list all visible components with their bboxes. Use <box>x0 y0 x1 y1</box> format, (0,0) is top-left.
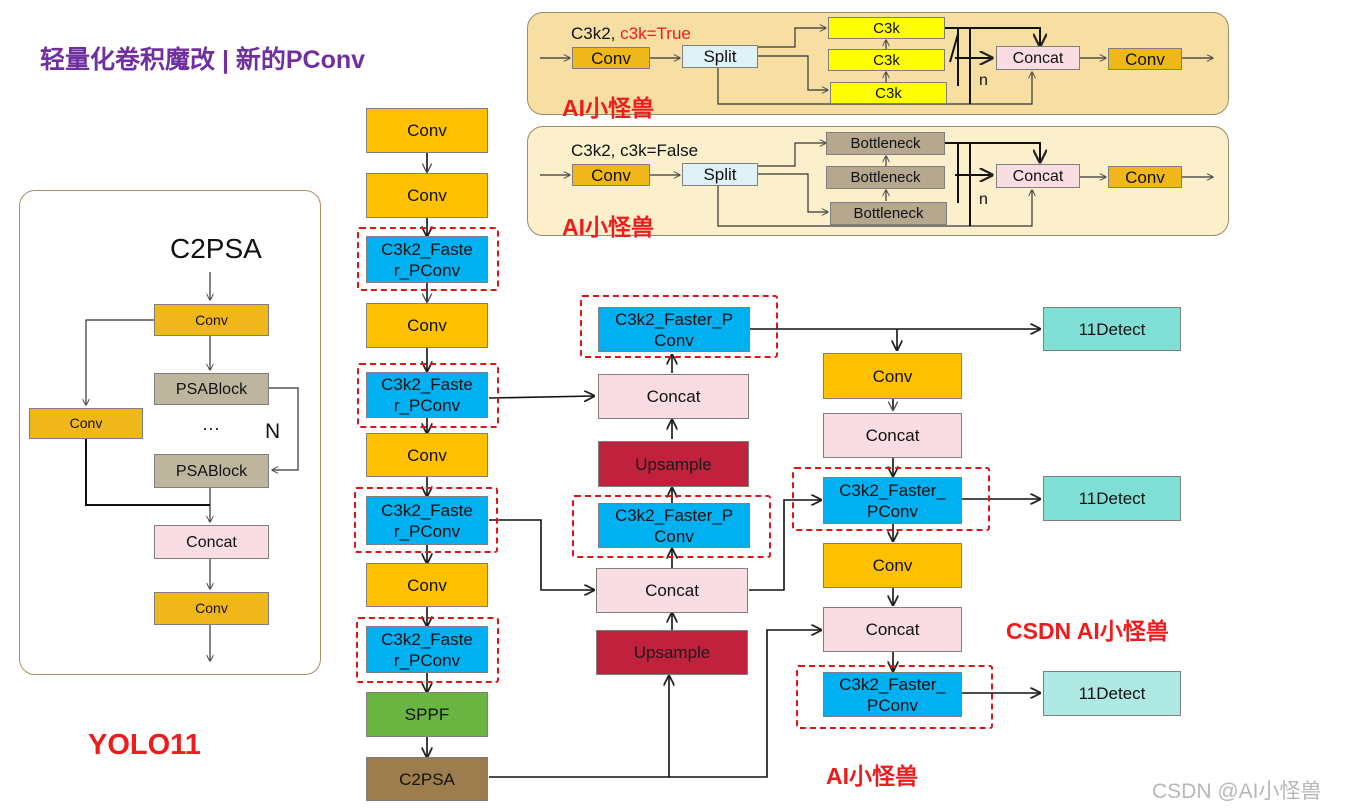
c3k-false-label: C3k2, c3k=False <box>571 141 699 160</box>
c2psa-conv-bottom: Conv <box>154 592 269 625</box>
neck-upsample-top: Upsample <box>598 441 749 487</box>
psablock-n-label: N <box>265 420 281 443</box>
neck-faster-2-highlight <box>796 665 993 729</box>
neck-concat-top: Concat <box>598 374 749 419</box>
c3k-true-label-flag: c3k=True <box>620 24 691 43</box>
psablock-1: PSABlock <box>154 373 269 405</box>
brand-label-3: AI小怪兽 <box>826 763 918 789</box>
watermark: CSDN @AI小怪兽 <box>1152 780 1322 803</box>
c3k-false-concat: Concat <box>996 164 1080 188</box>
backbone-conv-3: Conv <box>366 303 488 348</box>
backbone-conv-4: Conv <box>366 433 488 477</box>
neck-conv-1: Conv <box>823 353 962 399</box>
backbone-c2psa: C2PSA <box>366 757 488 801</box>
backbone-faster-2-highlight <box>357 363 499 428</box>
bottleneck-3: Bottleneck <box>830 202 947 225</box>
backbone-faster-4-highlight <box>356 617 499 683</box>
c3k-true-conv-out: Conv <box>1108 48 1182 70</box>
c3k-true-concat: Concat <box>996 46 1080 70</box>
neck-concat-2: Concat <box>823 607 962 652</box>
bottleneck-1: Bottleneck <box>826 132 945 155</box>
c3k-true-conv-in: Conv <box>572 47 650 69</box>
backbone-c3k2-faster-3: C3k2_Faste r_PConv <box>366 496 488 545</box>
backbone-c3k2-faster-1: C3k2_Faste r_PConv <box>366 236 488 283</box>
neck-c3k2-faster-mid: C3k2_Faster_P Conv <box>598 503 750 548</box>
c3k-false-n-label: n <box>979 191 988 208</box>
neck-upsample-bottom: Upsample <box>596 630 748 675</box>
c2psa-conv-top: Conv <box>154 304 269 336</box>
neck-concat-bottom: Concat <box>596 568 748 613</box>
c3k-true-label-prefix: C3k2, <box>571 24 616 43</box>
backbone-c3k2-faster-4: C3k2_Faste r_PConv <box>366 626 488 673</box>
neck-conv-2: Conv <box>823 543 962 588</box>
c2psa-heading: C2PSA <box>170 233 262 264</box>
c3k-block-2: C3k <box>828 49 945 71</box>
c3k-false-split: Split <box>682 163 758 186</box>
brand-label-1: AI小怪兽 <box>562 95 654 121</box>
detect-head-3: 11Detect <box>1043 671 1181 716</box>
c3k-block-3: C3k <box>830 82 947 104</box>
detect-head-1: 11Detect <box>1043 307 1181 351</box>
brand-label-2: AI小怪兽 <box>562 214 654 240</box>
backbone-sppf: SPPF <box>366 692 488 737</box>
psablock-ellipsis: ··· <box>202 418 220 438</box>
page-title: 轻量化卷积魔改 | 新的PConv <box>40 46 366 74</box>
backbone-conv-2: Conv <box>366 173 488 218</box>
csdn-brand-label: CSDN AI小怪兽 <box>1006 618 1169 644</box>
neck-faster-mid-highlight <box>572 495 771 558</box>
neck-c3k2-faster-top: C3k2_Faster_P Conv <box>598 307 750 352</box>
c3k-true-n-label: n <box>979 72 988 89</box>
c3k-false-conv-in: Conv <box>572 164 650 186</box>
backbone-conv-5: Conv <box>366 563 488 607</box>
c2psa-conv-side: Conv <box>29 408 143 439</box>
detect-head-2: 11Detect <box>1043 476 1181 521</box>
neck-faster-1-highlight <box>792 467 990 531</box>
bottleneck-2: Bottleneck <box>826 166 945 189</box>
neck-c3k2-faster-2: C3k2_Faster_ PConv <box>823 672 962 717</box>
backbone-c3k2-faster-2: C3k2_Faste r_PConv <box>366 372 488 418</box>
yolo-label: YOLO11 <box>88 729 201 761</box>
c3k-true-split: Split <box>682 45 758 68</box>
c2psa-concat: Concat <box>154 525 269 559</box>
c3k-true-label: C3k2, c3k=True <box>571 24 691 44</box>
neck-concat-1: Concat <box>823 413 962 458</box>
neck-c3k2-faster-1: C3k2_Faster_ PConv <box>823 477 962 524</box>
backbone-faster-3-highlight <box>354 487 498 553</box>
c3k-false-conv-out: Conv <box>1108 166 1182 188</box>
c3k-block-1: C3k <box>828 17 945 39</box>
neck-faster-top-highlight <box>580 295 778 358</box>
psablock-2: PSABlock <box>154 454 269 488</box>
backbone-faster-1-highlight <box>357 227 499 291</box>
backbone-conv-1: Conv <box>366 108 488 153</box>
